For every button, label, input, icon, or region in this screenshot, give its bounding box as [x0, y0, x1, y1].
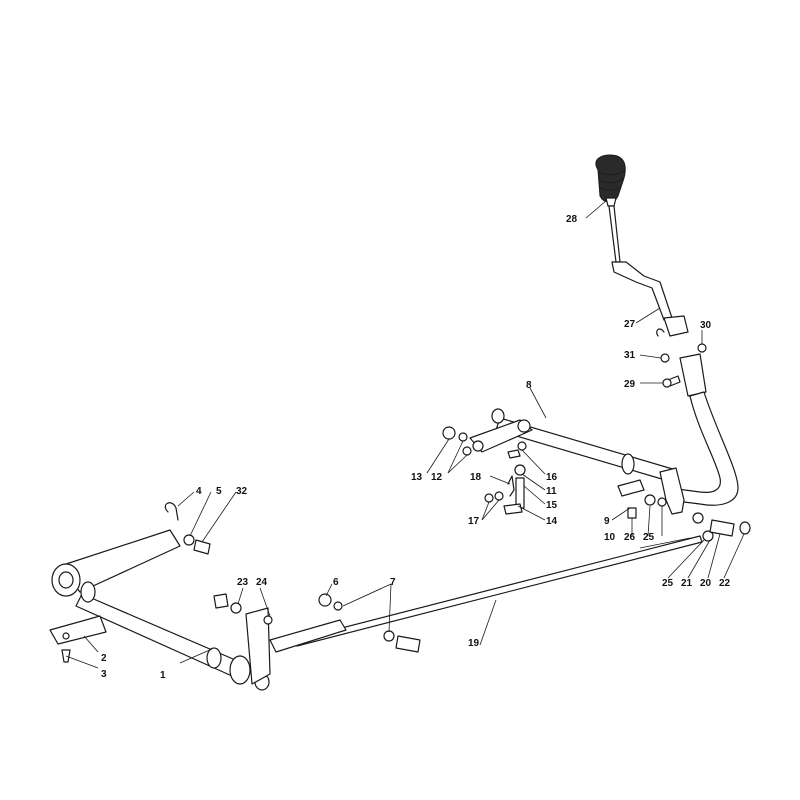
label-part-8: 8: [526, 380, 532, 391]
mounting-bracket: [49, 615, 107, 663]
label-part-26: 26: [624, 532, 636, 543]
label-part-32: 32: [236, 486, 248, 497]
label-part-3: 3: [101, 669, 107, 680]
leader-lines: [65, 199, 745, 669]
label-part-5: 5: [216, 486, 222, 497]
label-part-2: 2: [101, 653, 107, 664]
label-part-29: 29: [624, 379, 636, 390]
label-part-12: 12: [431, 472, 443, 483]
label-part-20: 20: [700, 578, 712, 589]
label-part-16: 16: [546, 472, 558, 483]
cross-shaft: [469, 408, 685, 515]
label-part-22: 22: [719, 578, 731, 589]
label-part-28: 28: [566, 214, 578, 225]
part-labels: 1 2 3 4 5 32 6 7 23 24 19 8 13 12 18 16 …: [101, 214, 731, 681]
label-part-24: 24: [256, 577, 268, 588]
label-part-13: 13: [411, 472, 423, 483]
label-part-27: 27: [624, 319, 636, 330]
label-part-18: 18: [470, 472, 482, 483]
label-part-17: 17: [468, 516, 480, 527]
lever-knob: [595, 154, 626, 207]
main-tube: [75, 581, 270, 691]
label-part-21: 21: [681, 578, 693, 589]
label-part-11: 11: [546, 486, 557, 497]
label-part-10: 10: [604, 532, 616, 543]
upper-lever: [608, 205, 689, 337]
left-arm: [51, 502, 211, 597]
label-part-15: 15: [546, 500, 558, 511]
shaft-hardware: [442, 426, 667, 519]
label-part-14: 14: [546, 516, 558, 527]
pivot-plate: [213, 593, 273, 685]
label-part-4: 4: [196, 486, 202, 497]
label-part-9: 9: [604, 516, 610, 527]
label-part-31: 31: [624, 350, 636, 361]
label-part-23: 23: [237, 577, 249, 588]
label-part-25-lower: 25: [662, 578, 674, 589]
lever-mount-hardware: [656, 328, 707, 388]
label-part-7: 7: [390, 577, 396, 588]
label-part-1: 1: [160, 670, 166, 681]
label-part-30: 30: [700, 320, 712, 331]
label-part-25-upper: 25: [643, 532, 655, 543]
label-part-6: 6: [333, 577, 339, 588]
label-part-19: 19: [468, 638, 480, 649]
lift-arm: [269, 593, 421, 653]
